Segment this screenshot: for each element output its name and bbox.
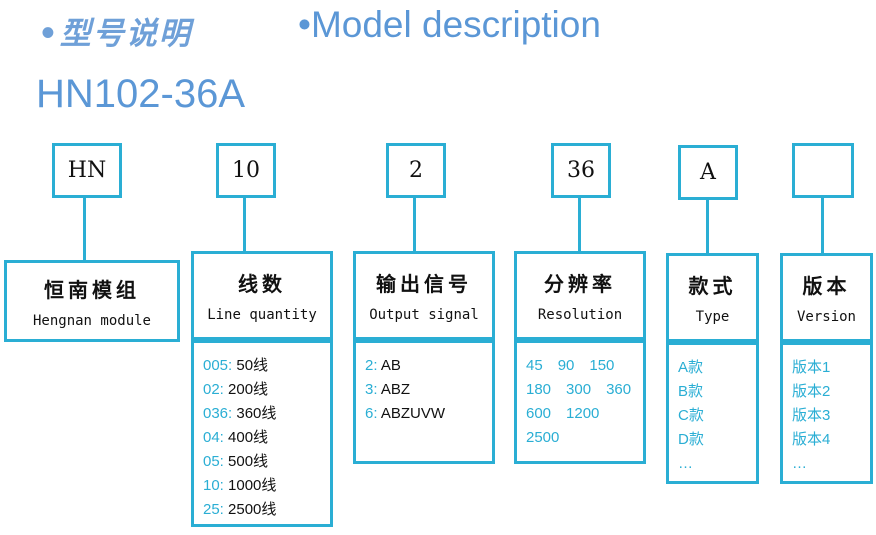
- list-item: C款: [678, 407, 704, 424]
- list-item: D款: [678, 431, 704, 448]
- code-box-hn: HN: [52, 143, 122, 198]
- field-label-en: Version: [796, 309, 856, 325]
- connector-line: [706, 200, 709, 255]
- list-item: A款: [678, 359, 704, 376]
- field-label-en: Line quantity: [207, 307, 317, 323]
- list-item: 05: 500线: [203, 453, 269, 470]
- list-item: 1200: [566, 405, 600, 422]
- field-label-cn: 输出信号: [376, 272, 472, 296]
- field-header-type: 款式 Type: [666, 253, 759, 342]
- list-item: 版本4: [792, 431, 831, 448]
- field-label-cn: 线数: [238, 272, 286, 296]
- list-item: 版本2: [792, 383, 831, 400]
- title-english: •Model description: [298, 4, 601, 45]
- list-item: 90: [557, 357, 575, 374]
- line-quantity-options: 005: 50线 02: 200线 036: 360线 04: 400线 05:…: [191, 340, 333, 527]
- field-label-cn: 分辨率: [544, 272, 616, 296]
- list-item: 036: 360线: [203, 405, 277, 422]
- title-chinese: •型号说明: [38, 16, 192, 52]
- version-options: 版本1 版本2 版本3 版本4 …: [780, 342, 873, 484]
- code-box-output-signal: 2: [386, 143, 446, 198]
- field-label-cn: 恒南模组: [44, 277, 140, 302]
- output-signal-options: 2: AB 3: ABZ 6: ABZUVW: [353, 340, 495, 464]
- list-item: B款: [678, 383, 704, 400]
- list-item: 180: [526, 381, 552, 398]
- list-item: 300: [566, 381, 592, 398]
- list-item: 360: [606, 381, 632, 398]
- list-item: 04: 400线: [203, 429, 269, 446]
- connector-line: [243, 198, 246, 253]
- field-header-version: 版本 Version: [780, 253, 873, 342]
- resolution-options: 45 90 150 180 300 360 600 1200 2500: [514, 340, 646, 464]
- list-item: 10: 1000线: [203, 477, 277, 494]
- list-item: 2500: [526, 429, 560, 446]
- list-item: 版本3: [792, 407, 831, 424]
- code-box-type: A: [678, 145, 738, 200]
- field-label-en: Hengnan module: [32, 312, 151, 329]
- list-item: …: [678, 455, 693, 472]
- list-item: 600: [526, 405, 552, 422]
- list-item: 6: ABZUVW: [365, 405, 446, 422]
- list-item: 2: AB: [365, 357, 401, 374]
- list-item: 005: 50线: [203, 357, 269, 374]
- list-item: 25: 2500线: [203, 501, 277, 518]
- connector-line: [83, 198, 86, 260]
- field-label-en: Type: [695, 309, 730, 325]
- connector-line: [578, 198, 581, 253]
- list-item: 版本1: [792, 359, 831, 376]
- code-box-resolution: 36: [551, 143, 611, 198]
- code-box-line-quantity: 10: [216, 143, 276, 198]
- field-label-en: Resolution: [537, 307, 623, 323]
- list-item: 45: [526, 357, 543, 374]
- field-label-en: Output signal: [369, 307, 479, 323]
- connector-line: [413, 198, 416, 253]
- field-label-cn: 版本: [802, 274, 851, 298]
- list-item: 3: ABZ: [365, 381, 411, 398]
- field-header-line-quantity: 线数 Line quantity: [191, 251, 333, 340]
- type-options: A款 B款 C款 D款 …: [666, 342, 759, 484]
- model-code: HN102-36A: [36, 72, 246, 116]
- resolution-grid: 45 90 150 180 300 360 600 1200 2500: [526, 354, 656, 450]
- field-header-output-signal: 输出信号 Output signal: [353, 251, 495, 340]
- field-label-cn: 款式: [688, 274, 737, 298]
- field-header-resolution: 分辨率 Resolution: [514, 251, 646, 340]
- connector-line: [821, 198, 824, 253]
- list-item: …: [792, 455, 807, 472]
- list-item: 02: 200线: [203, 381, 269, 398]
- code-box-version: [792, 143, 854, 198]
- list-item: 150: [589, 357, 615, 374]
- field-header-module: 恒南模组 Hengnan module: [4, 260, 180, 342]
